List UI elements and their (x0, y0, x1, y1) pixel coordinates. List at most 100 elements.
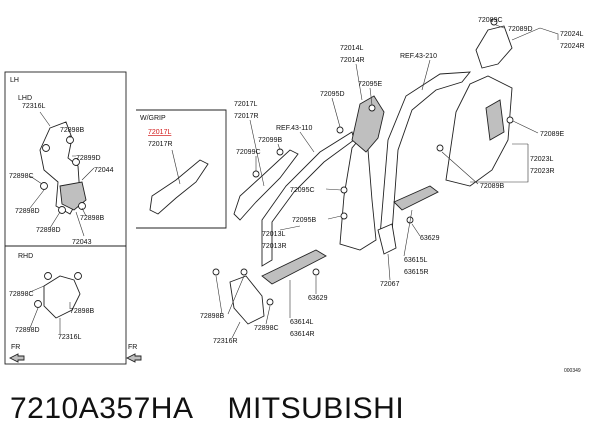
front-arrow-icon (125, 353, 142, 363)
clip-icon (44, 272, 52, 280)
clip-icon (34, 300, 42, 308)
leader-line (29, 111, 95, 237)
label-72089D: 72089D (508, 26, 533, 33)
label-72316L: 72316L (22, 103, 45, 110)
label-72067: 72067 (380, 281, 400, 288)
lhd-subtitle: LHD (18, 95, 32, 102)
quarter-speaker-grille-shape (485, 99, 505, 141)
rhd-subtitle: RHD (18, 253, 33, 260)
clip-icon (266, 298, 274, 306)
rear-lower-trim-shape (377, 223, 397, 255)
clip-icon (336, 126, 344, 134)
part-number: 7210A357HA (10, 392, 194, 425)
kick-panel-shape (229, 275, 265, 325)
rear-scuff-plate-shape (393, 185, 439, 211)
rear-door-opening-outline (379, 71, 471, 237)
clip-icon (340, 212, 348, 220)
leader-line (279, 63, 373, 231)
clip-icon (276, 148, 284, 156)
clip-icon (40, 182, 48, 190)
label-72023R: 72023R (530, 168, 555, 175)
label-72316R: 72316R (213, 338, 238, 345)
label-72017L: 72017L (234, 101, 257, 108)
clip-icon (240, 268, 248, 276)
label-63614R: 63614R (290, 331, 315, 338)
leader-line (215, 275, 271, 339)
parts-diagram: LH LHD RHD 72316L 72898B 72899D 72044 72… (4, 17, 585, 374)
label-72095E: 72095E (358, 81, 382, 88)
leader-line (289, 276, 317, 318)
grip-panel-frame (136, 109, 227, 229)
clip-icon (78, 202, 86, 210)
label-72898B: 72898B (200, 313, 224, 320)
label-72898C: 72898C (9, 173, 34, 180)
leader-line (171, 149, 181, 185)
leader-line (299, 131, 315, 153)
fr-label: FR (11, 344, 20, 351)
label-72899D: 72899D (76, 155, 101, 162)
clip-icon (58, 206, 66, 214)
ref-43-110: REF.43-110 (276, 125, 313, 132)
label-72017L-highlighted: 72017L (148, 129, 171, 136)
front-scuff-plate-shape (261, 249, 327, 285)
label-72024L: 72024L (560, 31, 583, 38)
label-72089E: 72089E (540, 131, 564, 138)
leader-line (249, 119, 281, 187)
label-72014R: 72014R (340, 57, 365, 64)
label-72024R: 72024R (560, 43, 585, 50)
upper-quarter-trim-shape (475, 25, 513, 69)
label-72898D: 72898D (15, 327, 40, 334)
clip-icon (368, 104, 376, 112)
label-72898B: 72898B (70, 308, 94, 315)
lh-panel-frame (4, 71, 127, 365)
label-72898C: 72898C (9, 291, 34, 298)
label-72043: 72043 (72, 239, 92, 246)
lh-panel: LH LHD RHD 72316L 72898B 72899D 72044 72… (4, 71, 127, 365)
clip-icon (74, 272, 82, 280)
label-72898C: 72898C (254, 325, 279, 332)
a-pillar-group: 72017L 72017R 72099B 72099C REF.43-110 7… (125, 45, 385, 363)
lh-title: LH (10, 77, 19, 84)
clip-icon (72, 158, 80, 166)
label-63629: 63629 (420, 235, 440, 242)
label-72044: 72044 (94, 167, 114, 174)
label-72014L: 72014L (340, 45, 363, 52)
diagram-id: 000349 (564, 368, 581, 374)
label-63615R: 63615R (404, 269, 429, 276)
clip-icon (340, 186, 348, 194)
front-arrow-icon (8, 353, 25, 363)
label-72013R: 72013R (262, 243, 287, 250)
label-72099B: 72099B (258, 137, 282, 144)
rhd-bracket-shape (43, 275, 81, 319)
leader-line (387, 209, 421, 281)
label-72089C: 72089C (478, 17, 503, 24)
label-72898D: 72898D (15, 208, 40, 215)
clip-icon (42, 144, 50, 152)
fr-label: FR (128, 344, 137, 351)
leader-line (421, 59, 431, 91)
leader-line (29, 285, 71, 334)
label-72017R: 72017R (148, 141, 173, 148)
label-72095D: 72095D (320, 91, 345, 98)
rear-opening-group: REF.43-210 63629 63615L 63615R 72067 720… (377, 17, 585, 288)
grip-panel: W/GRIP 72017L 72017R (136, 109, 227, 229)
clip-icon (212, 268, 220, 276)
grip-pillar-trim-shape (149, 159, 209, 215)
label-72095C: 72095C (290, 187, 315, 194)
ref-43-210: REF.43-210 (400, 53, 437, 60)
leader-line (441, 24, 559, 185)
grip-title: W/GRIP (140, 115, 166, 122)
label-72089B: 72089B (480, 183, 504, 190)
label-63614L: 63614L (290, 319, 313, 326)
a-pillar-trim-shape (233, 149, 299, 221)
label-72095B: 72095B (292, 217, 316, 224)
clip-icon (506, 116, 514, 124)
label-72023L: 72023L (530, 156, 553, 163)
brand-name: MITSUBISHI (227, 392, 405, 425)
clip-icon (312, 268, 320, 276)
part-caption: 7210A357HA MITSUBISHI (10, 392, 404, 426)
label-63615L: 63615L (404, 257, 427, 264)
label-72316L: 72316L (58, 334, 81, 341)
label-72898B: 72898B (80, 215, 104, 222)
label-72099C: 72099C (236, 149, 261, 156)
